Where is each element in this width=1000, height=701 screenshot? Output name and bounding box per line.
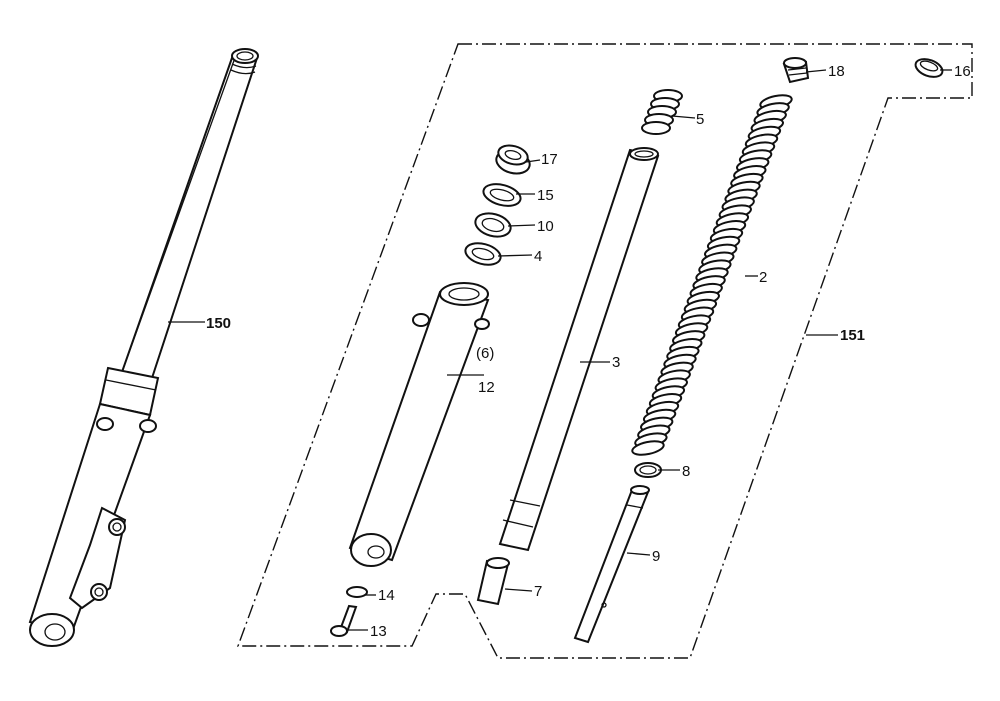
part-3-fork-pipe: [498, 147, 660, 552]
label-14: 14: [378, 587, 395, 604]
part-4-washer: [464, 242, 502, 266]
label-6: (6): [476, 345, 494, 362]
label-18: 18: [828, 63, 845, 80]
label-7: 7: [534, 583, 542, 600]
label-12: 12: [478, 379, 495, 396]
part-12-slider: [348, 282, 490, 567]
leader-lines: [168, 69, 952, 631]
part-5-spacer-spring: [641, 89, 683, 135]
label-13: 13: [370, 623, 387, 640]
label-150: 150: [206, 315, 231, 332]
part-15-ring: [482, 183, 522, 207]
part-14-circlip: [346, 586, 368, 598]
spring-coil: [631, 440, 665, 456]
label-10: 10: [537, 218, 554, 235]
label-2: 2: [759, 269, 767, 286]
label-16: 16: [954, 63, 971, 80]
part-16-cap: [914, 58, 944, 78]
part-10-oil-seal: [474, 212, 512, 238]
label-3: 3: [612, 354, 620, 371]
part-18-top-bolt: [782, 57, 810, 84]
part-7-oil-lock-piece: [476, 557, 510, 606]
part-13-bolt: [330, 604, 358, 637]
fork-assembly-150: [28, 48, 259, 647]
label-5: 5: [696, 111, 704, 128]
part-9-fork-piston: [573, 485, 650, 644]
part-17-seal: [495, 144, 531, 175]
part-2-fork-spring: [631, 94, 793, 456]
label-9: 9: [652, 548, 660, 565]
label-4: 4: [534, 248, 542, 265]
label-17: 17: [541, 151, 558, 168]
label-15: 15: [537, 187, 554, 204]
label-151: 151: [840, 327, 865, 344]
label-8: 8: [682, 463, 690, 480]
part-8-piston-ring: [634, 462, 662, 478]
